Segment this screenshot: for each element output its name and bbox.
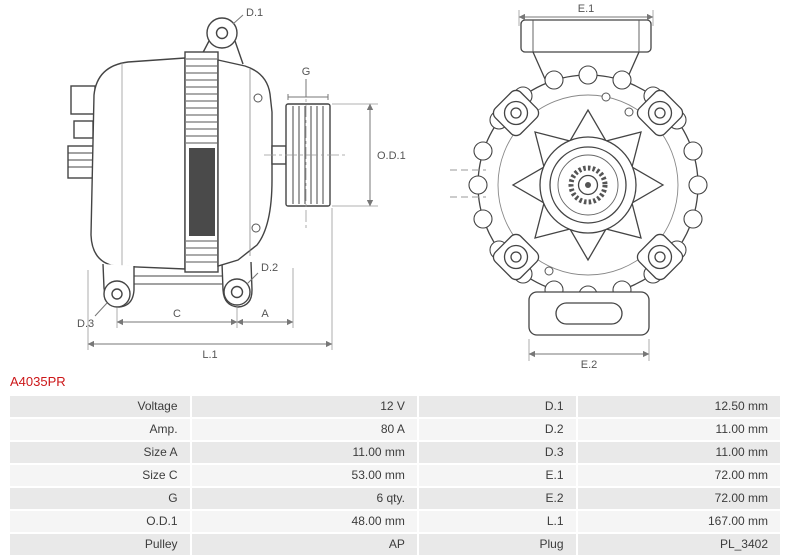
spec-value: 53.00 mm bbox=[191, 465, 417, 486]
technical-drawing-area: D.1 G O.D.1 D.2 D.3 bbox=[67, 3, 708, 371]
spec-label: E.1 bbox=[418, 465, 576, 486]
spec-label: E.2 bbox=[418, 488, 576, 509]
spec-value: 12 V bbox=[191, 396, 417, 417]
spec-label: Voltage bbox=[10, 396, 190, 417]
spec-table: Voltage 12 V D.1 12.50 mm Amp. 80 A D.2 … bbox=[8, 394, 782, 557]
dim-label-a: A bbox=[261, 308, 269, 320]
spec-label: D.3 bbox=[418, 442, 576, 463]
centerlines bbox=[264, 84, 346, 230]
spec-label: Amp. bbox=[10, 419, 190, 440]
reference-dashes bbox=[450, 169, 486, 198]
front-top-mount bbox=[520, 19, 652, 80]
spec-row: G 6 qty. E.2 72.00 mm bbox=[10, 488, 780, 509]
spec-label: Pulley bbox=[10, 534, 190, 555]
spec-value: 11.00 mm bbox=[577, 442, 780, 463]
dim-label-d1: D.1 bbox=[246, 7, 263, 19]
spec-row: Size C 53.00 mm E.1 72.00 mm bbox=[10, 465, 780, 486]
rear-housing bbox=[90, 57, 186, 270]
spec-value: PL_3402 bbox=[577, 534, 780, 555]
side-view-dimensions: D.1 G O.D.1 D.2 D.3 bbox=[77, 7, 406, 361]
spec-row: Pulley AP Plug PL_3402 bbox=[10, 534, 780, 555]
front-corner-lugs bbox=[492, 89, 684, 281]
spec-value: AP bbox=[191, 534, 417, 555]
spec-label: O.D.1 bbox=[10, 511, 190, 532]
dim-label-e2: E.2 bbox=[581, 359, 598, 371]
connector-blocks bbox=[67, 85, 96, 179]
spec-row: Size A 11.00 mm D.3 11.00 mm bbox=[10, 442, 780, 463]
spec-row: Amp. 80 A D.2 11.00 mm bbox=[10, 419, 780, 440]
spec-row: O.D.1 48.00 mm L.1 167.00 mm bbox=[10, 511, 780, 532]
spec-row: Voltage 12 V D.1 12.50 mm bbox=[10, 396, 780, 417]
dim-label-e1: E.1 bbox=[578, 3, 595, 15]
spec-label: D.2 bbox=[418, 419, 576, 440]
dim-label-g: G bbox=[302, 66, 311, 78]
front-pulley-hub bbox=[539, 136, 637, 234]
dim-label-od1: O.D.1 bbox=[377, 150, 406, 162]
front-bracket bbox=[217, 59, 273, 267]
spec-value: 12.50 mm bbox=[577, 396, 780, 417]
dim-label-c: C bbox=[173, 308, 181, 320]
top-mounting-ear bbox=[196, 17, 244, 65]
dim-label-l1: L.1 bbox=[202, 349, 217, 361]
spec-value: 167.00 mm bbox=[577, 511, 780, 532]
dim-label-d2: D.2 bbox=[261, 262, 278, 274]
spec-label: Size C bbox=[10, 465, 190, 486]
dim-label-d3: D.3 bbox=[77, 318, 94, 330]
spec-label: Size A bbox=[10, 442, 190, 463]
spec-value: 72.00 mm bbox=[577, 465, 780, 486]
spec-value: 11.00 mm bbox=[577, 419, 780, 440]
alternator-technical-drawing: D.1 G O.D.1 D.2 D.3 bbox=[67, 3, 708, 371]
front-view-dimensions: E.1 E.2 bbox=[518, 3, 654, 371]
stator-fins bbox=[184, 51, 219, 273]
spec-label: L.1 bbox=[418, 511, 576, 532]
front-bottom-mount bbox=[528, 291, 650, 336]
spec-value: 11.00 mm bbox=[191, 442, 417, 463]
spec-label: G bbox=[10, 488, 190, 509]
part-number-link[interactable]: A4035PR bbox=[10, 374, 66, 389]
spec-label: Plug bbox=[418, 534, 576, 555]
bottom-mounting-lugs bbox=[102, 261, 253, 308]
spec-value: 80 A bbox=[191, 419, 417, 440]
spec-value: 6 qty. bbox=[191, 488, 417, 509]
front-view-drawing: E.1 E.2 bbox=[450, 3, 708, 371]
spec-label: D.1 bbox=[418, 396, 576, 417]
side-view-drawing: D.1 G O.D.1 D.2 D.3 bbox=[67, 7, 406, 361]
spec-value: 72.00 mm bbox=[577, 488, 780, 509]
spec-value: 48.00 mm bbox=[191, 511, 417, 532]
